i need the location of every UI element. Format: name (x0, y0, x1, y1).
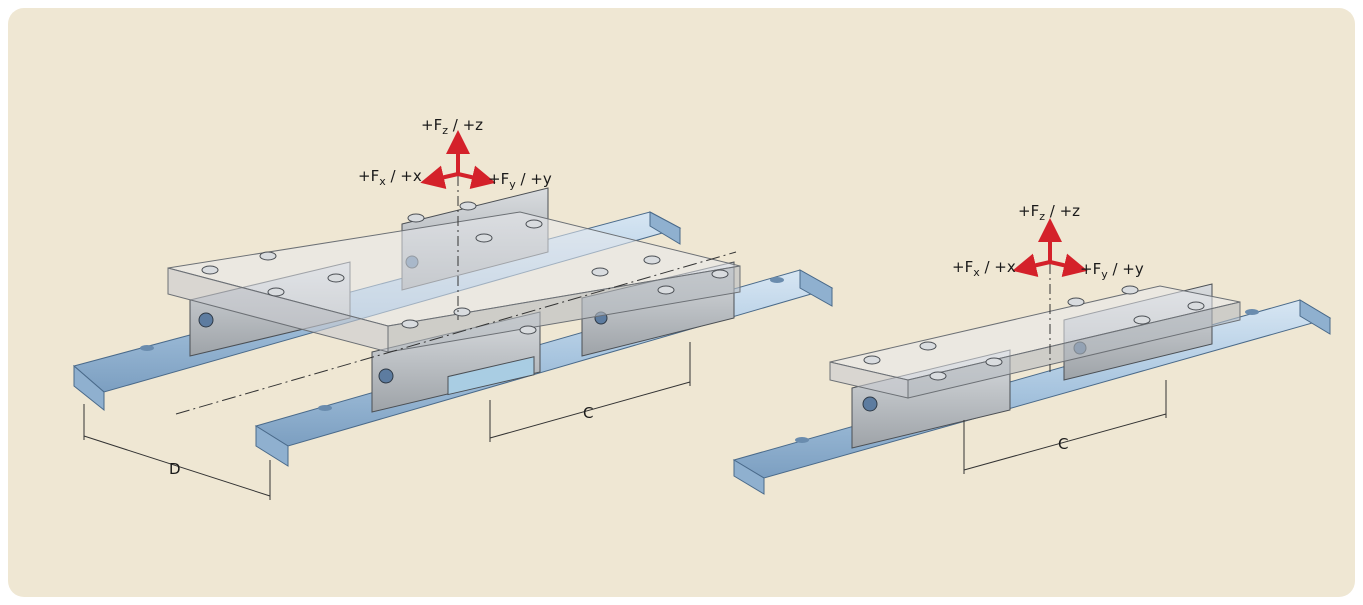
right-assembly (732, 218, 1332, 495)
left-dimension-d-label: D (169, 460, 181, 478)
left-dimension-d (83, 404, 271, 500)
right-mounting-plate (829, 285, 1241, 399)
left-dimension-c (489, 342, 691, 442)
right-force-arrows (1012, 218, 1088, 277)
left-force-arrows (420, 130, 496, 189)
left-fz-label: +Fz / +z (421, 116, 483, 137)
left-dimension-c-label: C (583, 404, 593, 422)
right-dimension-c-label: C (1058, 435, 1068, 453)
right-fx-label: +Fx / +x (952, 258, 1016, 279)
left-center-line (175, 251, 737, 415)
left-fy-label: +Fy / +y (488, 170, 552, 191)
right-dimension-c (963, 380, 1167, 474)
left-fx-label: +Fx / +x (358, 167, 422, 188)
left-assembly (72, 130, 834, 500)
left-mounting-plate (167, 201, 741, 353)
right-fy-label: +Fy / +y (1080, 260, 1144, 281)
right-fz-label: +Fz / +z (1018, 202, 1080, 223)
